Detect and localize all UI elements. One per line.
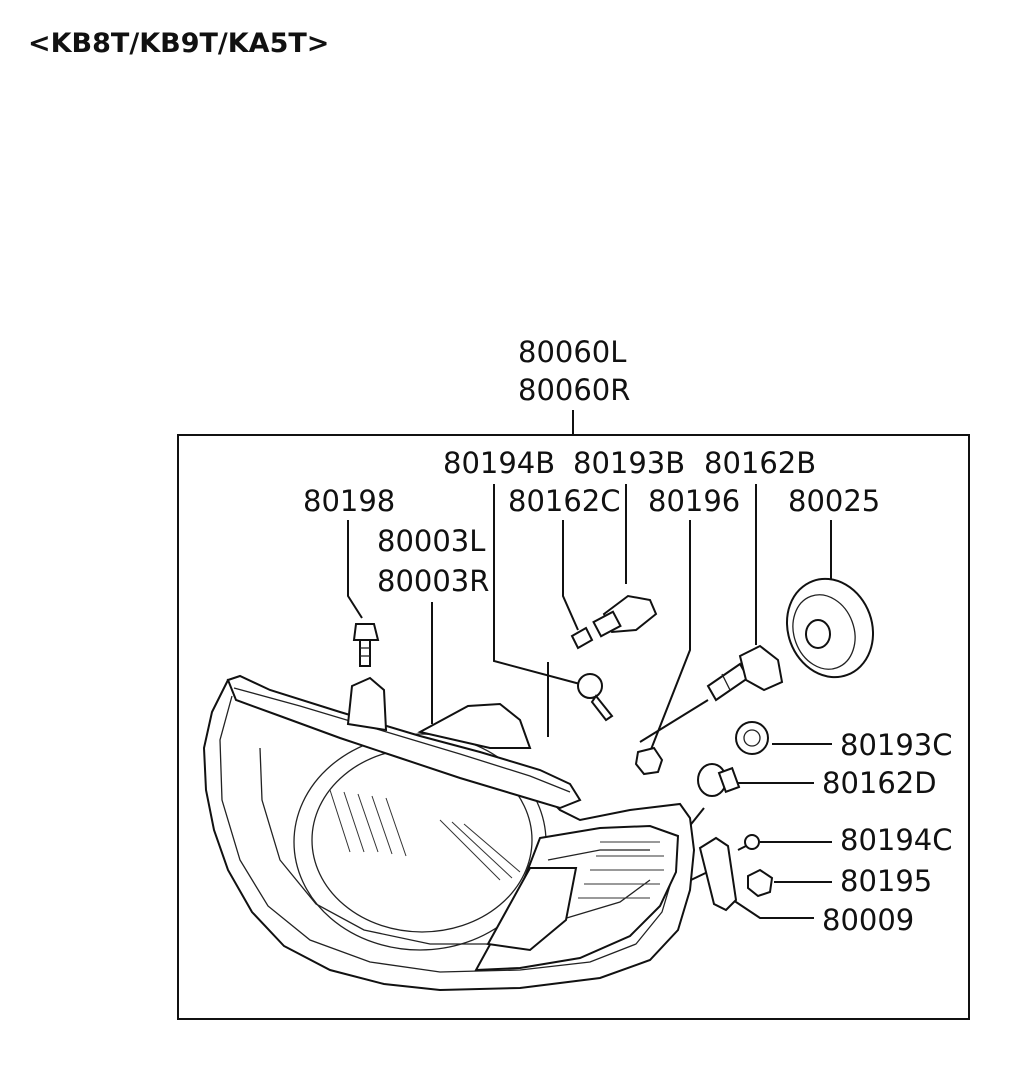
part-label-80009: 80009 [822,903,914,937]
part-label-80198: 80198 [303,484,395,518]
bulb-80162D [697,763,741,797]
headlamp-housing [202,674,696,992]
part-label-80193B: 80193B [573,446,685,480]
part-label-80003L: 80003L [377,524,485,558]
assembly-frame [177,434,970,1020]
part-label-80194B: 80194B [443,446,555,480]
part-label-80195: 80195 [840,864,932,898]
part-label-80196: 80196 [648,484,740,518]
nut-80195 [747,868,774,898]
rear-bracket [346,676,532,749]
part-label-80003R: 80003R [377,564,489,598]
part-label-80162B: 80162B [704,446,816,480]
bulb-80162B [706,644,784,702]
part-label-80193C: 80193C [840,728,953,762]
screw-80194C [737,834,760,851]
dust-cap-80025 [785,577,875,679]
leader-lines [347,484,832,919]
clip-80162C [570,626,594,650]
screw-80194B [577,673,614,722]
assembly-label-left: 80060L [518,335,626,369]
bracket-80009 [698,836,738,912]
assembly-label-right: 80060R [518,373,630,407]
clip-80196 [634,746,664,776]
socket-80193C [735,721,769,755]
part-label-80194C: 80194C [840,823,953,857]
part-label-80025: 80025 [788,484,880,518]
bolt-80198 [352,623,380,667]
socket-80193B [592,594,658,638]
part-label-80162C: 80162C [508,484,621,518]
model-header: <KB8T/KB9T/KA5T> [28,28,329,59]
part-label-80162D: 80162D [822,766,937,800]
